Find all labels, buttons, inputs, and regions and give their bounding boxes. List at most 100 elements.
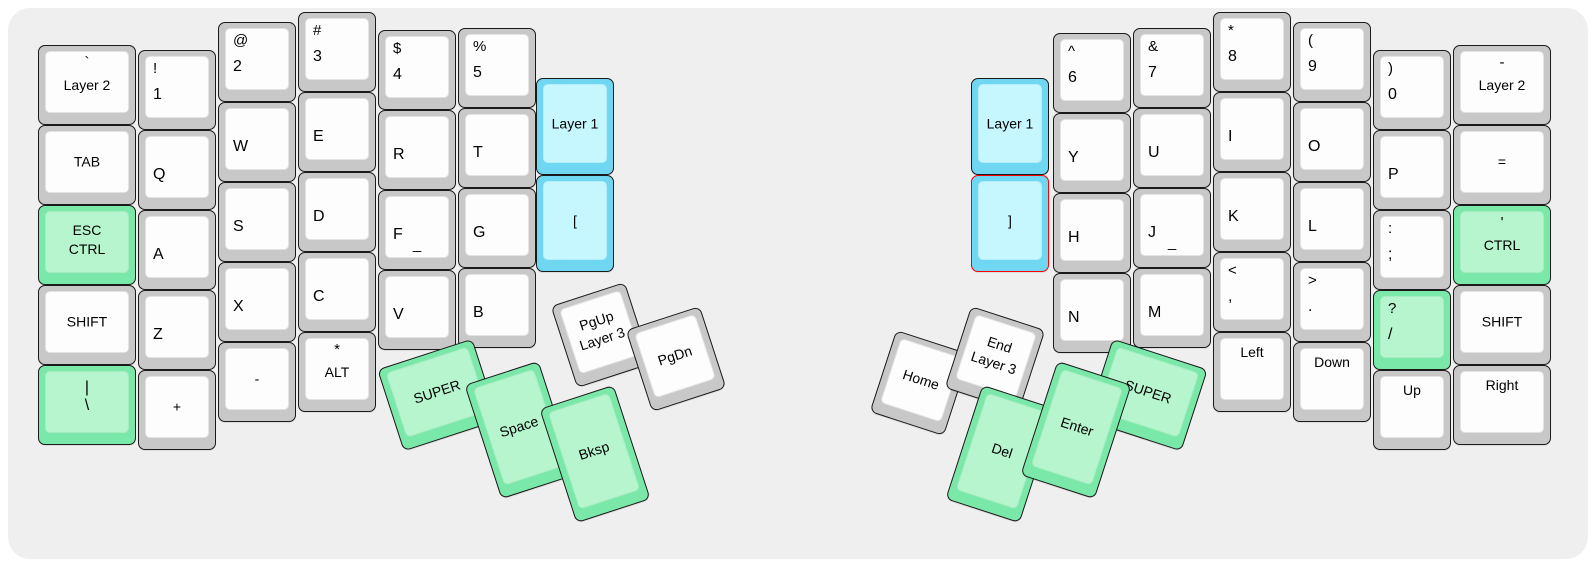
keycap-surface: Z (145, 296, 209, 358)
key-l-c5-r1[interactable]: $4 (378, 30, 456, 110)
key-legend-shifted: | (84, 379, 90, 396)
key-legend-main: Layer 2 (1478, 77, 1526, 93)
key-l-c2-r2[interactable]: Q (138, 130, 216, 210)
keycap-surface: Q (145, 136, 209, 198)
key-r-c4-r2[interactable]: O (1293, 102, 1371, 182)
key-legend-main: - (254, 370, 260, 387)
key-r-c4-r1[interactable]: (9 (1293, 22, 1371, 102)
key-legend-base: D (313, 208, 325, 225)
key-r-c2-r4[interactable]: M (1133, 268, 1211, 348)
key-l-c4-r1[interactable]: #3 (298, 12, 376, 92)
key-r-c4-r3[interactable]: L (1293, 182, 1371, 262)
key-l-c3-r4[interactable]: X (218, 262, 296, 342)
key-legend-main: [ (573, 211, 577, 228)
key-l-c4-r3[interactable]: D (298, 172, 376, 252)
key-legend-main: End Layer 3 (969, 333, 1019, 378)
keycap-surface: Y (1060, 119, 1124, 181)
key-legend-main: Layer 2 (63, 77, 111, 93)
key-r-c0-r1[interactable]: Layer 1 (971, 78, 1049, 175)
key-l-c5-r3[interactable]: F_ (378, 190, 456, 270)
key-l-c3-r5[interactable]: - (218, 342, 296, 422)
key-r-c4-r4[interactable]: >. (1293, 262, 1371, 342)
key-r-c3-r4[interactable]: <, (1213, 252, 1291, 332)
key-l-c3-r3[interactable]: S (218, 182, 296, 262)
key-l-c4-r4[interactable]: C (298, 252, 376, 332)
keycap-surface: Up (1380, 376, 1444, 438)
key-r-c2-r2[interactable]: U (1133, 108, 1211, 188)
key-l-c5-r2[interactable]: R (378, 110, 456, 190)
key-r-c5-r5[interactable]: Up (1373, 370, 1451, 450)
key-r-c3-r2[interactable]: I (1213, 92, 1291, 172)
key-legend-base: \ (84, 397, 90, 414)
key-l-c4-r5[interactable]: *ALT (298, 332, 376, 412)
key-l-c2-r1[interactable]: !1 (138, 50, 216, 130)
key-legend-base: C (313, 288, 325, 305)
keycap-surface: %5 (465, 34, 529, 96)
key-legend-base: 1 (153, 86, 162, 103)
key-r-c1-r2[interactable]: Y (1053, 113, 1131, 193)
key-legend-main: SHIFT (1481, 313, 1523, 330)
key-r-c4-r5[interactable]: Down (1293, 342, 1371, 422)
key-l-c7-r1[interactable]: Layer 1 (536, 78, 614, 175)
key-l-c5-r4[interactable]: V (378, 270, 456, 350)
key-l-c3-r2[interactable]: W (218, 102, 296, 182)
keycap-surface: V (385, 276, 449, 338)
key-r-c6-r3[interactable]: 'CTRL (1453, 205, 1551, 285)
key-legend-base: 5 (473, 64, 482, 81)
key-legend-shifted: > (1308, 272, 1317, 289)
keycap-surface: R (385, 116, 449, 178)
key-legend-main: Left (1240, 344, 1264, 360)
key-r-c5-r1[interactable]: )0 (1373, 50, 1451, 130)
key-l-c6-r2[interactable]: T (458, 108, 536, 188)
keycap-surface: &7 (1140, 34, 1204, 96)
keycap-surface: J_ (1140, 194, 1204, 256)
key-l-c2-r5[interactable]: + (138, 370, 216, 450)
key-l-c6-r4[interactable]: B (458, 268, 536, 348)
key-legend-main: = (1497, 153, 1507, 170)
key-l-c2-r3[interactable]: A (138, 210, 216, 290)
key-r-c1-r1[interactable]: ^6 (1053, 33, 1131, 113)
keycap-surface: I (1220, 98, 1284, 160)
key-l-c1-r4[interactable]: SHIFT (38, 285, 136, 365)
keycap-surface: 'CTRL (1460, 211, 1544, 273)
keycap-surface: U (1140, 114, 1204, 176)
key-legend-main: PgDn (655, 342, 695, 369)
key-l-c7-r2[interactable]: [ (536, 175, 614, 272)
key-r-c3-r1[interactable]: *8 (1213, 12, 1291, 92)
key-r-c0-r2[interactable]: ] (971, 175, 1049, 272)
key-legend-shifted: < (1228, 262, 1237, 279)
key-l-c6-r1[interactable]: %5 (458, 28, 536, 108)
key-l-c4-r2[interactable]: E (298, 92, 376, 172)
keycap-surface: G (465, 194, 529, 256)
key-legend-base: . (1308, 298, 1313, 315)
key-l-c2-r4[interactable]: Z (138, 290, 216, 370)
key-r-c6-r2[interactable]: = (1453, 125, 1551, 205)
key-r-c5-r3[interactable]: :; (1373, 210, 1451, 290)
key-legend-base: A (153, 246, 164, 263)
key-r-c5-r2[interactable]: P (1373, 130, 1451, 210)
keycap-surface: ESC CTRL (45, 211, 129, 273)
key-r-c1-r3[interactable]: H (1053, 193, 1131, 273)
key-l-c1-r2[interactable]: TAB (38, 125, 136, 205)
key-l-c1-r5[interactable]: |\ (38, 365, 136, 445)
key-legend-main: SHIFT (66, 313, 108, 330)
key-r-c5-r4[interactable]: ?/ (1373, 290, 1451, 370)
key-l-c6-r3[interactable]: G (458, 188, 536, 268)
key-r-c2-r1[interactable]: &7 (1133, 28, 1211, 108)
key-legend-shifted: ' (1500, 214, 1504, 231)
key-r-c3-r3[interactable]: K (1213, 172, 1291, 252)
key-homing-bar-icon: _ (412, 236, 422, 254)
key-r-c6-r4[interactable]: SHIFT (1453, 285, 1551, 365)
key-legend-main: Layer 1 (986, 114, 1034, 131)
key-legend-base: I (1228, 128, 1233, 145)
key-r-c6-r1[interactable]: -Layer 2 (1453, 45, 1551, 125)
key-l-c3-r1[interactable]: @2 (218, 22, 296, 102)
key-r-c6-r5[interactable]: Right (1453, 365, 1551, 445)
keycap-surface: !1 (145, 56, 209, 118)
key-r-c2-r3[interactable]: J_ (1133, 188, 1211, 268)
key-l-c1-r3[interactable]: ESC CTRL (38, 205, 136, 285)
key-legend-shifted: ^ (1068, 43, 1076, 60)
key-r-c3-r5[interactable]: Left (1213, 332, 1291, 412)
key-legend-base: P (1388, 166, 1399, 183)
key-l-c1-r1[interactable]: `Layer 2 (38, 45, 136, 125)
